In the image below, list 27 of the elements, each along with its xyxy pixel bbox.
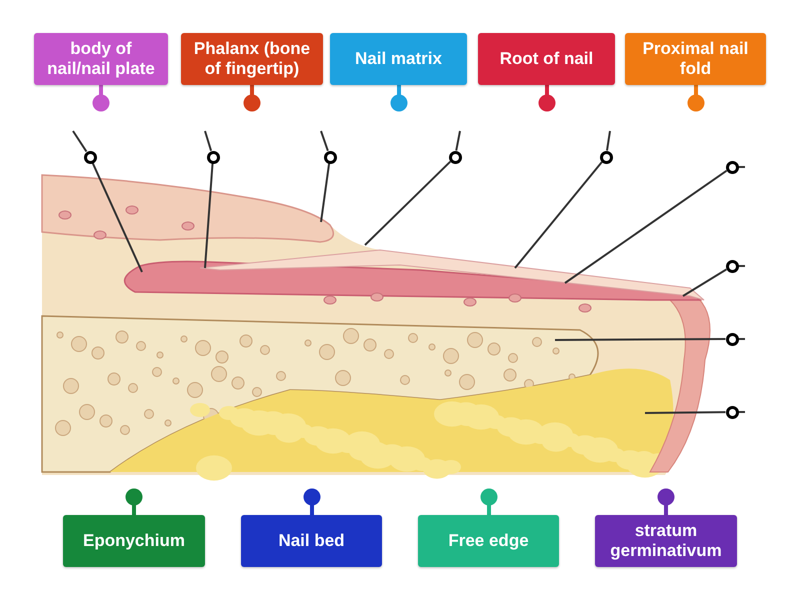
leader-line xyxy=(72,130,143,273)
leader-line xyxy=(564,166,746,284)
target-circle xyxy=(448,150,462,164)
leader-line xyxy=(644,411,746,414)
target-circle xyxy=(600,150,612,164)
leader-line xyxy=(204,130,214,269)
target-circle xyxy=(324,150,336,164)
label-tag: Nail matrix xyxy=(330,33,467,85)
leader-line xyxy=(320,130,330,223)
label-tag: body of nail/nail plate xyxy=(34,33,168,85)
target-circle xyxy=(726,406,738,418)
target-circle xyxy=(726,332,738,346)
label-tag: stratum germinativum xyxy=(595,515,737,567)
label-tag: Eponychium xyxy=(63,515,205,567)
target-circle xyxy=(726,160,738,174)
label-tag: Phalanx (bone of fingertip) xyxy=(181,33,323,85)
label-tag: Root of nail xyxy=(478,33,615,85)
target-circle xyxy=(84,150,96,164)
label-tag: Free edge xyxy=(418,515,559,567)
leader-line xyxy=(514,130,611,269)
leader-line xyxy=(682,265,746,297)
target-circle xyxy=(206,150,220,164)
leader-line xyxy=(554,338,746,341)
label-tag: Proximal nail fold xyxy=(625,33,766,85)
label-tag: Nail bed xyxy=(241,515,382,567)
target-circle xyxy=(726,260,738,272)
leader-line xyxy=(364,130,461,246)
